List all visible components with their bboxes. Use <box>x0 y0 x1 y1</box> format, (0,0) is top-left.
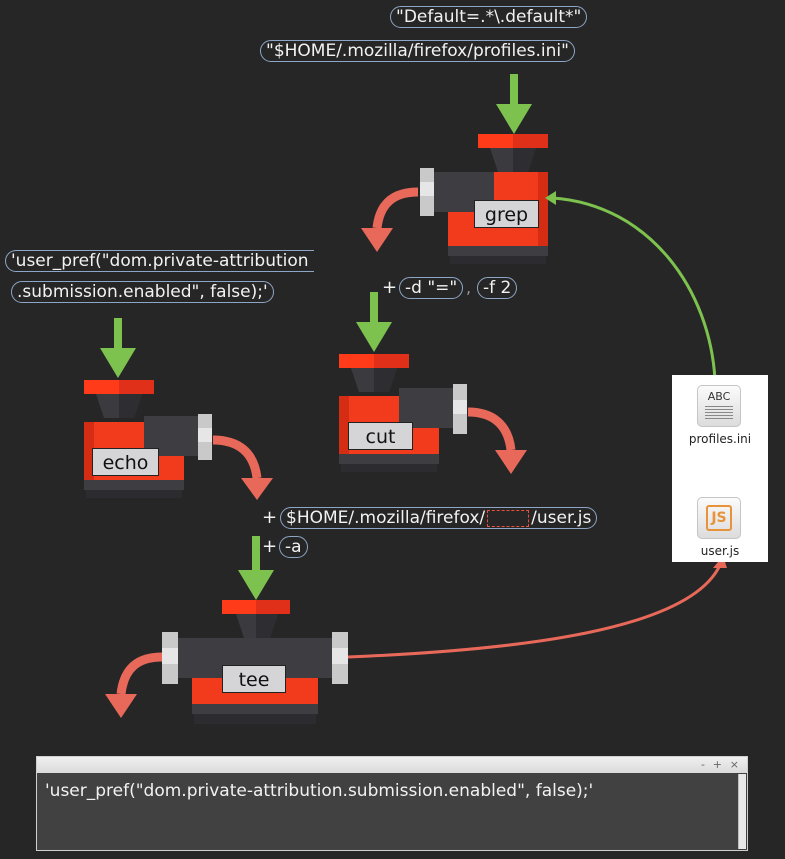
profile-placeholder-box <box>487 509 530 527</box>
js-badge-icon: JS <box>706 505 732 531</box>
user-js-file-icon[interactable]: JS <box>697 497 741 539</box>
echo-output-arrow <box>212 435 273 500</box>
tee-path-prefix: $HOME/.mozilla/firefox/ <box>286 508 486 528</box>
echo-input-arrow <box>100 318 136 378</box>
cut-input-arrow <box>356 292 392 352</box>
maximize-button[interactable]: + <box>712 758 722 771</box>
files-panel: ABC profiles.ini JS user.js <box>672 375 768 562</box>
echo-machine <box>84 380 212 498</box>
cut-args-plus: + <box>382 277 398 298</box>
terminal-titlebar: - + × <box>37 757 747 773</box>
grep-machine <box>420 134 548 264</box>
tee-machine <box>162 600 348 724</box>
tee-path-suffix: /user.js <box>531 508 592 528</box>
cut-field-pill: -f 2 <box>477 277 518 299</box>
echo-label: echo <box>92 448 159 476</box>
echo-string-line2: .submission.enabled", false);' <box>11 281 274 303</box>
cut-output-arrow <box>467 407 527 474</box>
grep-output-arrow <box>361 187 419 252</box>
tee-args-plus-2: + <box>262 536 278 557</box>
cut-delim-pill: -d "=" <box>399 277 464 299</box>
grep-input-arrow <box>496 74 532 134</box>
user-js-filename: user.js <box>700 544 740 558</box>
abc-text-icon: ABC <box>707 390 731 403</box>
tee-to-userjs-arrow <box>347 556 727 659</box>
close-button[interactable]: × <box>729 758 739 771</box>
grep-file-pill: "$HOME/.mozilla/firefox/profiles.ini" <box>260 40 575 62</box>
text-lines-icon <box>705 406 733 420</box>
grep-pattern-pill: "Default=.*\.default*" <box>390 6 588 28</box>
cut-label: cut <box>348 422 413 450</box>
cut-args-comma: , <box>466 278 472 297</box>
tee-args-plus-1: + <box>262 507 278 528</box>
profiles-to-grep-arrow <box>545 191 717 381</box>
tee-path-pill: $HOME/.mozilla/firefox/ /user.js <box>280 507 598 529</box>
tee-input-arrow <box>238 536 274 600</box>
terminal-output[interactable]: 'user_pref("dom.private-attribution.subm… <box>45 781 594 801</box>
minimize-button[interactable]: - <box>701 758 705 771</box>
cut-machine <box>339 354 467 472</box>
tee-label: tee <box>222 665 286 693</box>
grep-label: grep <box>474 200 539 228</box>
echo-string-line1: 'user_pref("dom.private-attribution <box>5 250 314 272</box>
terminal-window: - + × 'user_pref("dom.private-attributio… <box>36 756 748 851</box>
terminal-scrollbar[interactable] <box>738 774 746 849</box>
tee-stdout-arrow <box>105 652 163 718</box>
profiles-ini-filename: profiles.ini <box>688 432 752 446</box>
tee-append-pill: -a <box>279 536 308 558</box>
profiles-ini-file-icon[interactable]: ABC <box>697 385 741 427</box>
